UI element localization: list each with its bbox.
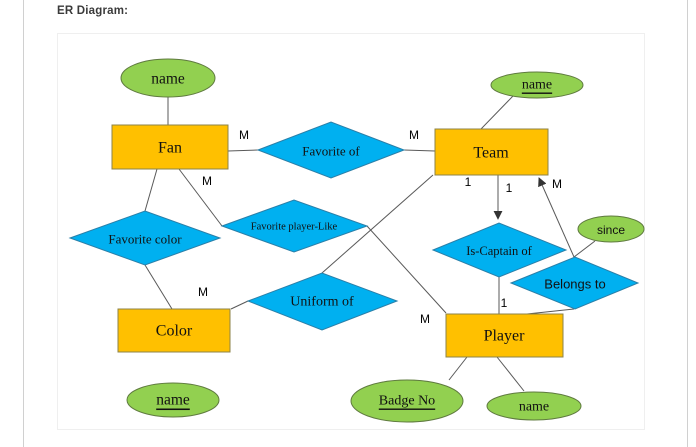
entity-player-label: Player [484, 328, 526, 345]
relationship-uniform-of-shape [246, 272, 399, 331]
relationship-favorite-player-like-shape [220, 199, 369, 253]
entity-fan-label: Fan [158, 140, 182, 157]
connector-fan-playerlike [178, 168, 223, 227]
relationship-favorite-player-like: Favorite player-Like [220, 199, 369, 253]
connector-fan-favoritecolor [144, 168, 158, 212]
relationship-favorite-color: Favorite color [68, 210, 222, 266]
connector-belongsto-team-arrow [538, 177, 575, 258]
entity-team-label: Team [473, 145, 509, 162]
entity-color-label: Color [156, 323, 193, 340]
relationship-is-captain-of-label: Is-Captain of [466, 244, 532, 258]
attribute-name-player: name [486, 391, 582, 421]
connector-favoritecolor-color [144, 264, 173, 310]
cardinality-favoriteof-team: M [409, 128, 419, 142]
entity-fan-shape [111, 124, 229, 170]
attribute-since-shape [577, 215, 645, 243]
attribute-badge-no: Badge No [350, 379, 464, 423]
relationship-favorite-of: Favorite of [256, 121, 406, 179]
entity-team-shape [434, 128, 549, 176]
cardinality-iscaptain-player: 1 [501, 296, 508, 310]
attribute-name-fan-shape [120, 58, 216, 98]
connector-team-uniformof [321, 174, 434, 274]
relationship-favorite-color-label: Favorite color [108, 232, 182, 247]
connector-fan-favoriteof [227, 149, 259, 152]
connector-player-badgeno [448, 356, 468, 381]
cardinality-fan-playerlike: M [202, 174, 212, 188]
relationship-uniform-of: Uniform of [246, 272, 399, 331]
relationship-favorite-color-shape [68, 210, 222, 266]
attribute-name-player-label: name [519, 400, 549, 415]
connector-lines [144, 95, 596, 392]
attribute-since-label: since [597, 223, 625, 237]
relationship-is-captain-of: Is-Captain of [431, 222, 568, 278]
entity-player: Player [445, 313, 564, 358]
attribute-name-fan-label: name [151, 71, 185, 88]
cardinality-playerlike-player: M [420, 312, 430, 326]
connector-playerlike-player [366, 225, 447, 314]
attribute-name-fan: name [120, 58, 216, 98]
cardinality-team-uniformof: 1 [465, 175, 472, 189]
cardinality-uniformof-color: M [198, 285, 208, 299]
connector-favoriteof-team [403, 149, 436, 152]
connector-team-name [480, 95, 514, 130]
attribute-badge-no-shape [350, 379, 464, 423]
cardinality-team-iscaptain: 1 [506, 181, 513, 195]
entity-color: Color [117, 308, 231, 353]
attribute-name-player-shape [486, 391, 582, 421]
relationship-favorite-player-like-label: Favorite player-Like [251, 222, 338, 233]
entity-team: Team [434, 128, 549, 176]
attribute-name-team: name [490, 71, 584, 99]
relationship-belongs-to: Belongs to [509, 256, 640, 310]
cardinality-labels: M M M 1 1 M M M 1 [198, 128, 562, 326]
connector-since-belongsto [573, 240, 596, 258]
entity-fan: Fan [111, 124, 229, 170]
page-title: ER Diagram: [57, 5, 129, 17]
connector-player-name [496, 356, 525, 392]
connector-belongsto-player [526, 308, 575, 315]
relationship-belongs-to-shape [509, 256, 640, 310]
relationship-favorite-of-label: Favorite of [302, 144, 360, 159]
relationship-favorite-of-shape [256, 121, 406, 179]
relationship-is-captain-of-shape [431, 222, 568, 278]
cardinality-fan-favoriteof: M [239, 128, 249, 142]
attribute-since: since [577, 215, 645, 243]
cardinality-belongsto-team: M [552, 177, 562, 191]
attribute-badge-no-label: Badge No [379, 394, 435, 409]
attribute-name-color-label: name [156, 392, 190, 409]
connector-uniformof-color [230, 300, 249, 310]
relationship-uniform-of-label: Uniform of [290, 295, 354, 310]
entity-player-shape [445, 313, 564, 358]
attribute-name-team-shape [490, 71, 584, 99]
entity-color-shape [117, 308, 231, 353]
attribute-name-color-shape [126, 382, 220, 418]
attribute-name-color: name [126, 382, 220, 418]
relationship-belongs-to-label: Belongs to [544, 277, 605, 292]
attribute-name-team-label: name [522, 78, 552, 93]
